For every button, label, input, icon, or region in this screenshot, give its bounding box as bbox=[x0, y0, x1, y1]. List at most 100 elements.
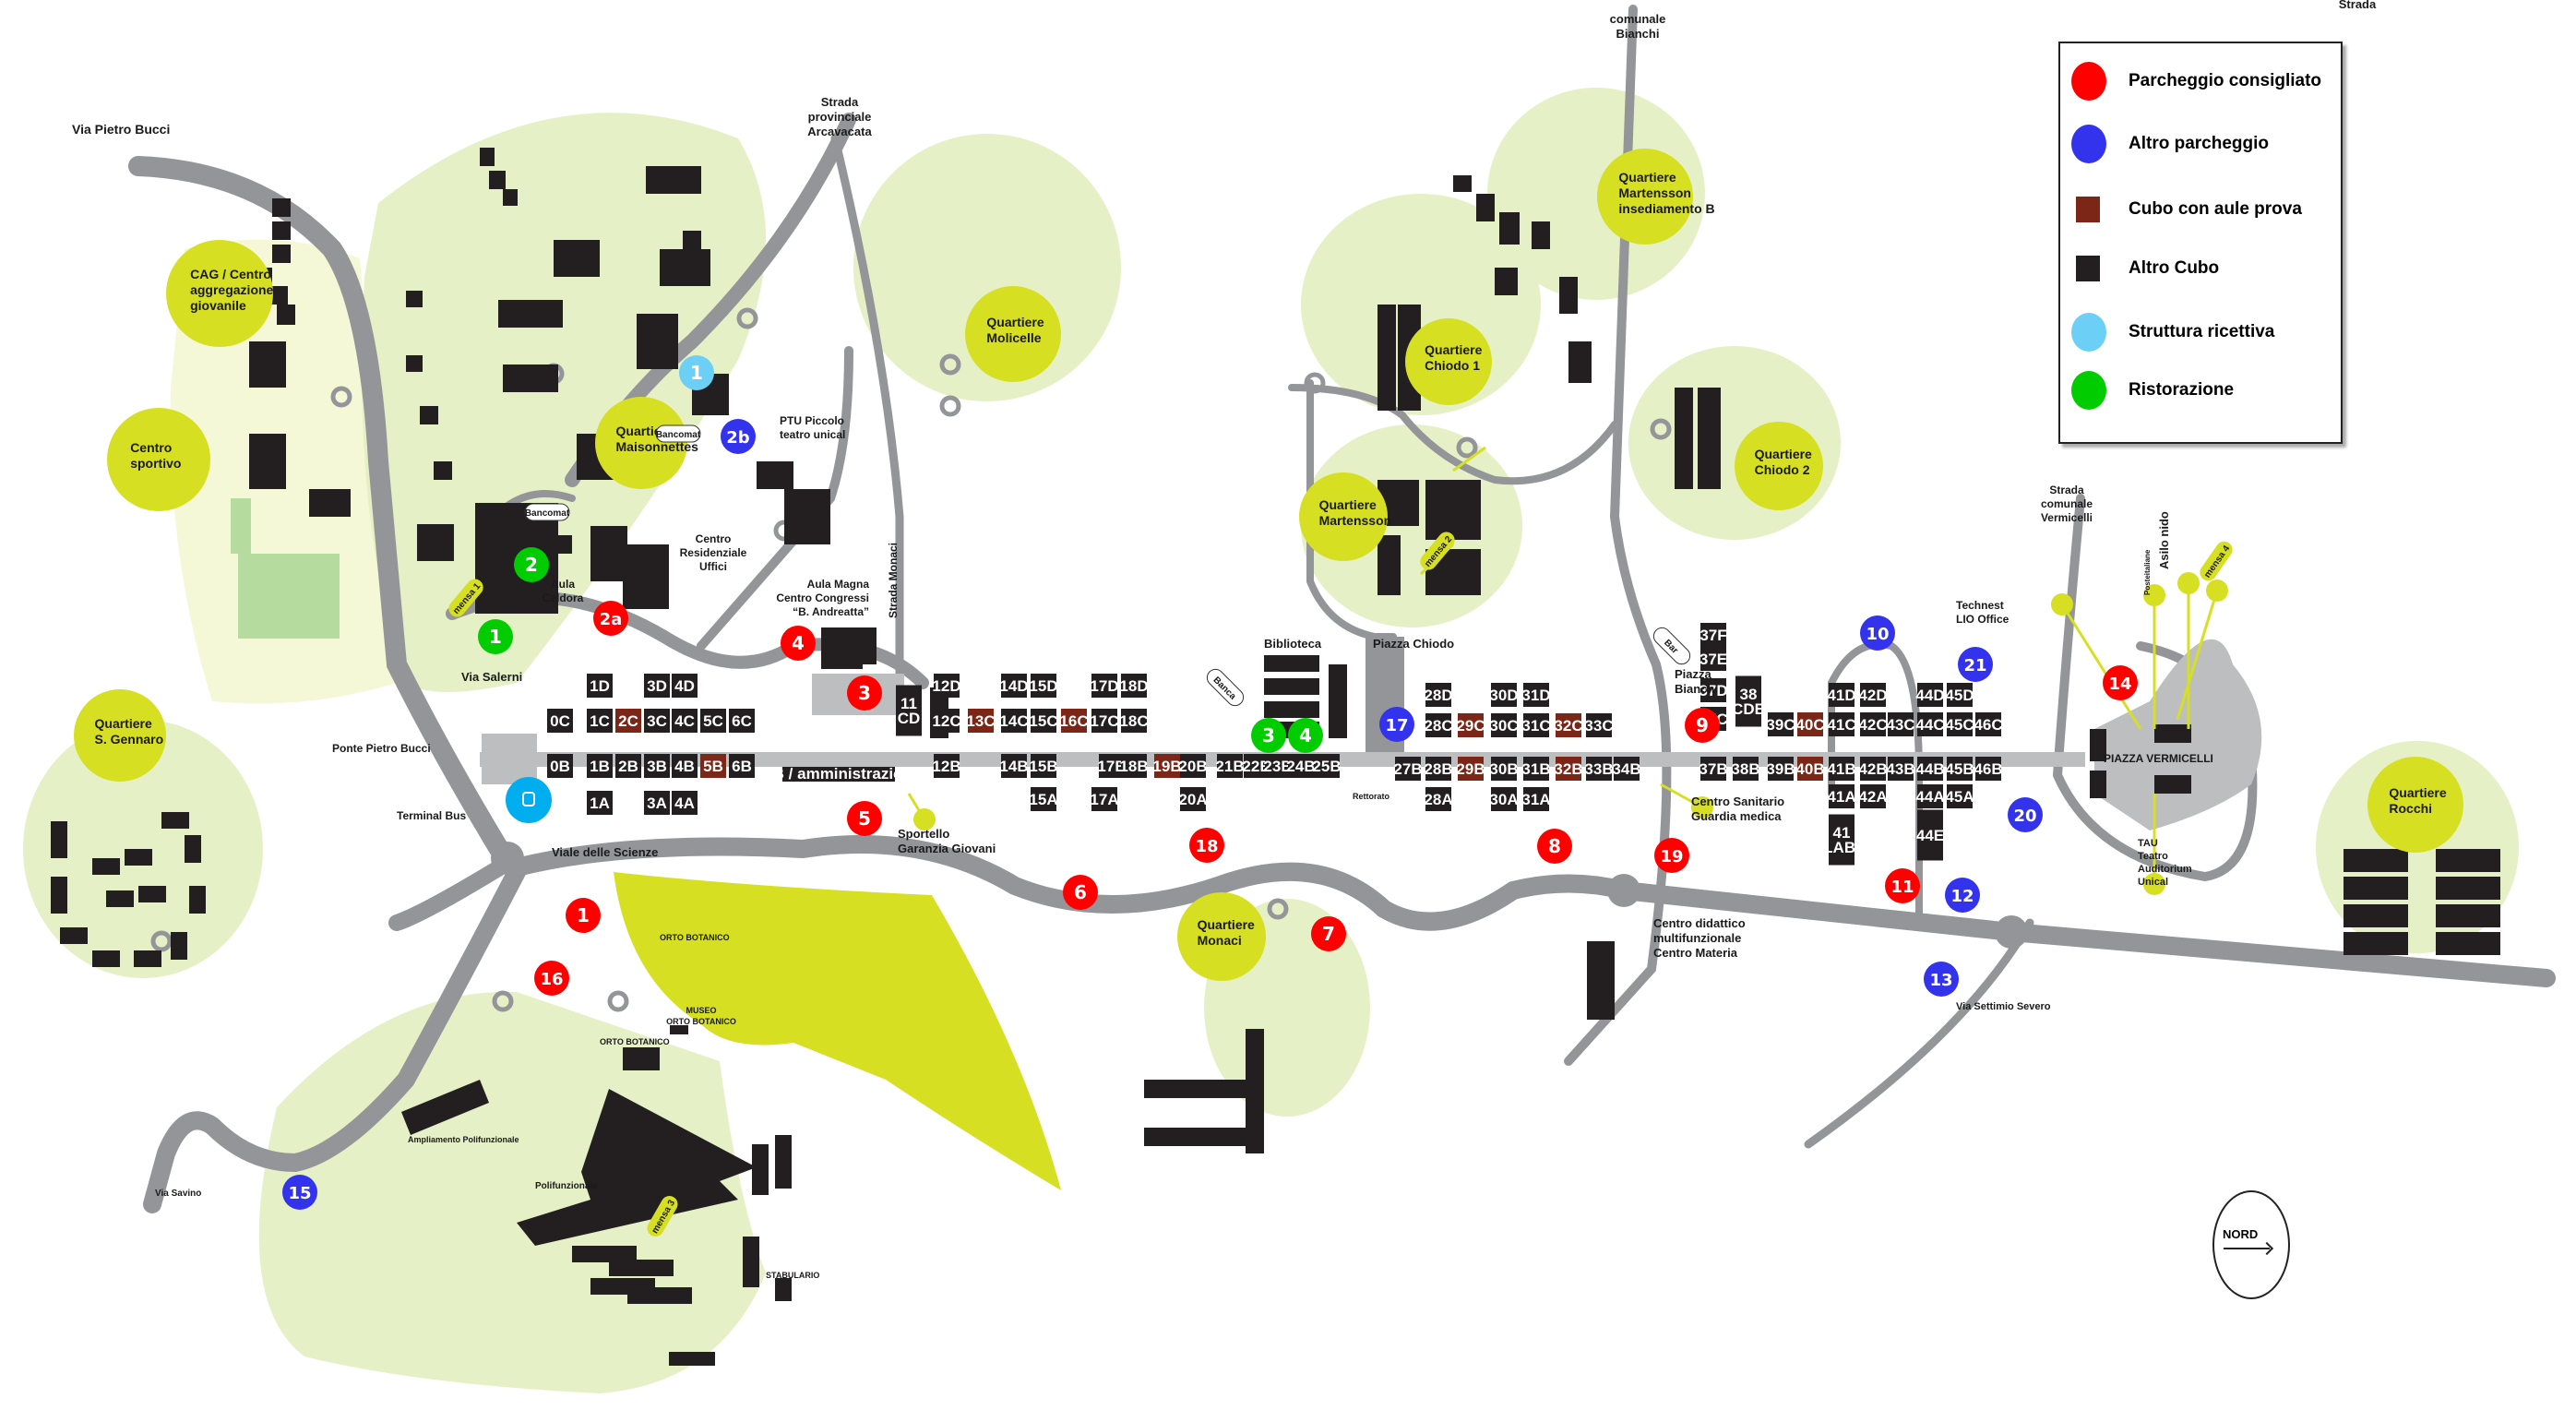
marker-altro-parcheggio-21[interactable]: 21 bbox=[1958, 647, 1993, 682]
cube-2b[interactable]: 2B bbox=[615, 754, 641, 778]
cube-label[interactable]: 30B bbox=[1489, 760, 1518, 778]
cube-31c[interactable]: 31C bbox=[1521, 713, 1551, 737]
cube-box[interactable] bbox=[1425, 713, 1451, 737]
marker-parcheggio-consigliato-7[interactable]: 7 bbox=[1311, 916, 1346, 951]
marker-ristorazione-1[interactable]: 1 bbox=[478, 619, 513, 654]
cube-45b[interactable]: 45B bbox=[1945, 757, 1974, 781]
cube-label[interactable]: 46C bbox=[1974, 716, 2002, 734]
cube-label[interactable]: 22B bbox=[1242, 758, 1270, 775]
cube-label[interactable]: 17D bbox=[1090, 677, 1118, 695]
cube-label[interactable]: 29C bbox=[1456, 717, 1485, 735]
cube-label[interactable]: 37F bbox=[1699, 627, 1726, 644]
cube-15b[interactable]: 15B bbox=[1029, 754, 1058, 778]
cube-15c[interactable]: 15C bbox=[1029, 709, 1058, 733]
cube-42b[interactable]: 42B bbox=[1858, 757, 1888, 781]
marker-label[interactable]: 11 bbox=[1890, 878, 1914, 897]
cube-label[interactable]: 24B bbox=[1286, 758, 1315, 775]
cube-3a[interactable]: 3A bbox=[644, 791, 670, 815]
cube-label[interactable]: 31A bbox=[1521, 791, 1550, 808]
marker-label[interactable]: 2b bbox=[726, 428, 750, 448]
cube-28d[interactable]: 28D bbox=[1424, 683, 1453, 707]
cube-40b[interactable]: 40B bbox=[1795, 757, 1825, 781]
cube-28b[interactable]: 28B bbox=[1424, 757, 1453, 781]
cube-label[interactable]: 42B bbox=[1858, 760, 1887, 778]
cube-45d[interactable]: 45D bbox=[1945, 683, 1974, 707]
cube-41c[interactable]: 41C bbox=[1827, 712, 1856, 736]
cube-box[interactable] bbox=[1586, 757, 1612, 781]
cube-box[interactable] bbox=[1425, 683, 1451, 707]
marker-parcheggio-consigliato-5[interactable]: 5 bbox=[847, 801, 882, 836]
cube-41b[interactable]: 41B bbox=[1827, 757, 1856, 781]
cube-17a[interactable]: 17A bbox=[1090, 787, 1119, 811]
cube-box[interactable] bbox=[1947, 683, 1973, 707]
cube-0b[interactable]: 0B bbox=[547, 754, 573, 778]
cube-box[interactable] bbox=[934, 674, 960, 698]
marker-parcheggio-consigliato-18[interactable]: 18 bbox=[1189, 828, 1224, 863]
cube-label[interactable]: 39B bbox=[1766, 760, 1795, 778]
cube-label[interactable]: 29B bbox=[1456, 760, 1485, 778]
cube-label[interactable]: 14B bbox=[999, 758, 1028, 775]
marker-circle[interactable] bbox=[781, 626, 816, 661]
cube-33c[interactable]: 33C bbox=[1584, 713, 1614, 737]
cube-43c[interactable]: 43C bbox=[1886, 712, 1915, 736]
cube-label[interactable]: 23B bbox=[1263, 758, 1292, 775]
cube-box[interactable] bbox=[729, 709, 755, 733]
cube-label[interactable]: 4A bbox=[674, 795, 695, 812]
marker-label[interactable]: 14 bbox=[2108, 675, 2131, 694]
cube-4c[interactable]: 4C bbox=[672, 709, 698, 733]
cube-45c[interactable]: 45C bbox=[1945, 712, 1974, 736]
cube-box[interactable] bbox=[1797, 712, 1823, 736]
cube-45a[interactable]: 45A bbox=[1945, 784, 1974, 808]
cube-box[interactable] bbox=[1491, 787, 1517, 811]
cube-label[interactable]: 32B bbox=[1554, 760, 1582, 778]
marker-label[interactable]: 10 bbox=[1866, 625, 1889, 644]
cube-4b[interactable]: 4B bbox=[672, 754, 698, 778]
cube-label[interactable]: 44A bbox=[1915, 788, 1944, 806]
cube-box[interactable] bbox=[1700, 623, 1726, 647]
cube-label[interactable]: 19B bbox=[1152, 758, 1181, 775]
cube-23b[interactable]: 23B bbox=[1263, 754, 1293, 778]
marker-circle[interactable] bbox=[566, 898, 601, 933]
cube-label[interactable]: 12B bbox=[932, 758, 960, 775]
marker-label[interactable]: 4 bbox=[792, 632, 805, 654]
cube-30d[interactable]: 30D bbox=[1489, 683, 1519, 707]
cube-label[interactable]: 3D bbox=[647, 677, 667, 695]
marker-label[interactable]: 4 bbox=[1299, 724, 1312, 747]
cube-31d[interactable]: 31D bbox=[1521, 683, 1551, 707]
cube-box[interactable] bbox=[1154, 754, 1180, 778]
cube-41d[interactable]: 41D bbox=[1827, 683, 1856, 707]
cube-label[interactable]: 3A bbox=[647, 795, 667, 812]
cube-label[interactable]: 45B bbox=[1945, 760, 1974, 778]
cube-18c[interactable]: 18C bbox=[1119, 709, 1149, 733]
cube-14d[interactable]: 14D bbox=[999, 674, 1029, 698]
cube-4a[interactable]: 4A bbox=[672, 791, 698, 815]
marker-circle[interactable] bbox=[1251, 718, 1286, 753]
cube-label[interactable]: 40B bbox=[1795, 760, 1824, 778]
cube-label[interactable]: 28A bbox=[1424, 791, 1452, 808]
cube-box[interactable] bbox=[1001, 674, 1027, 698]
cube-label[interactable]: 15B bbox=[1029, 758, 1057, 775]
marker-circle[interactable] bbox=[1311, 916, 1346, 951]
cube-box[interactable] bbox=[1523, 713, 1549, 737]
cube-label[interactable]: 11 bbox=[900, 695, 917, 712]
cube-31b[interactable]: 31B bbox=[1521, 757, 1551, 781]
marker-parcheggio-consigliato-6[interactable]: 6 bbox=[1063, 875, 1098, 910]
cube-label[interactable]: 3B bbox=[647, 758, 667, 775]
cube-box[interactable] bbox=[587, 791, 613, 815]
cube-box[interactable] bbox=[700, 754, 726, 778]
marker-label[interactable]: 2 bbox=[525, 554, 538, 576]
cube-1c[interactable]: 1C bbox=[587, 709, 613, 733]
cube-label[interactable]: 34B bbox=[1612, 760, 1640, 778]
cube-label[interactable]: 45C bbox=[1945, 716, 1974, 734]
cube-28c[interactable]: 28C bbox=[1424, 713, 1453, 737]
cube-label[interactable]: 5B bbox=[703, 758, 723, 775]
cube-33b[interactable]: 33B bbox=[1584, 757, 1614, 781]
cube-label[interactable]: 30A bbox=[1489, 791, 1518, 808]
marker-circle[interactable] bbox=[534, 961, 569, 996]
cube-box[interactable] bbox=[615, 754, 641, 778]
cube-box[interactable] bbox=[1768, 757, 1794, 781]
cube-box[interactable] bbox=[1091, 674, 1117, 698]
cube-box[interactable] bbox=[1491, 683, 1517, 707]
marker-parcheggio-consigliato-16[interactable]: 16 bbox=[534, 961, 569, 996]
cube-label[interactable]: 30C bbox=[1489, 717, 1518, 735]
